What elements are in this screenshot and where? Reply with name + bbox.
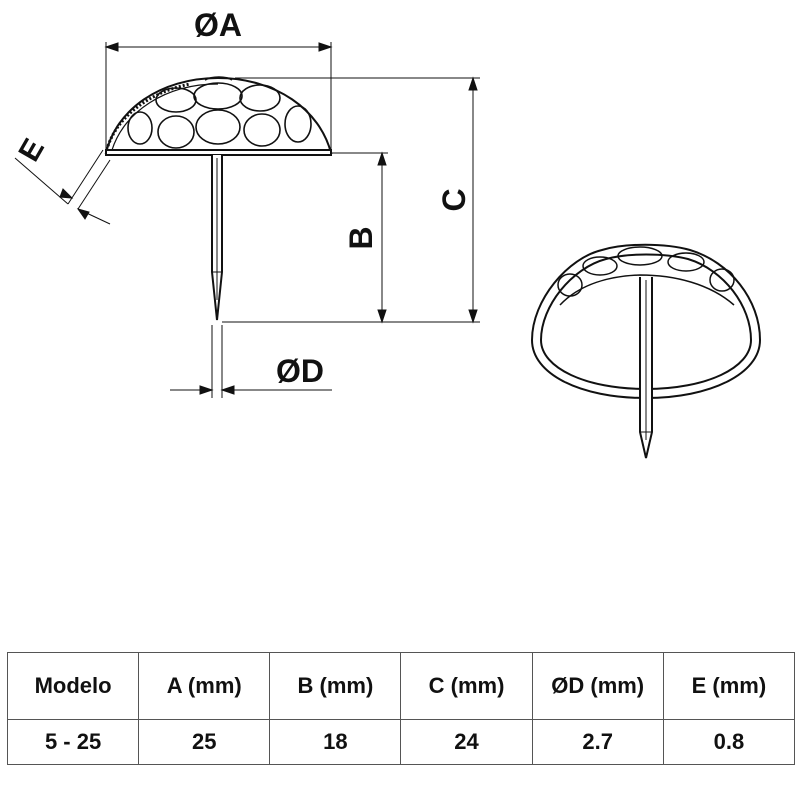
table-cell-b: 18 <box>269 719 402 765</box>
table-header-a: A (mm) <box>138 652 271 720</box>
table-header-b: B (mm) <box>269 652 402 720</box>
table-cell-a: 25 <box>138 719 271 765</box>
dimension-label-e: E <box>12 133 51 167</box>
table-header-modelo: Modelo <box>6 652 140 720</box>
table-header-e: E (mm) <box>662 652 796 720</box>
table-cell-d: 2.7 <box>531 719 664 765</box>
nail-head-dome <box>104 76 333 154</box>
table-header-row: Modelo A (mm) B (mm) C (mm) ØD (mm) E (m… <box>6 652 796 720</box>
table-cell-c: 24 <box>400 719 533 765</box>
dimension-label-d: ØD <box>276 353 324 389</box>
dimension-label-a: ØA <box>194 7 242 43</box>
nail-perspective-view <box>530 243 762 459</box>
hammered-facets <box>127 76 312 149</box>
specification-table: Modelo A (mm) B (mm) C (mm) ØD (mm) E (m… <box>6 652 796 765</box>
dimension-lines <box>14 42 480 398</box>
nail-head-base <box>105 149 332 156</box>
table-header-c: C (mm) <box>400 652 533 720</box>
table-cell-modelo: 5 - 25 <box>6 719 140 765</box>
dimension-label-b: B <box>343 226 379 249</box>
dimension-label-c: C <box>436 188 472 211</box>
perspective-facets <box>557 246 735 306</box>
nail-side-view <box>104 76 333 321</box>
table-row: 5 - 25 25 18 24 2.7 0.8 <box>6 719 796 765</box>
nail-technical-drawing: ØA B C ØD E <box>12 7 762 459</box>
table-header-d: ØD (mm) <box>531 652 664 720</box>
table-cell-e: 0.8 <box>662 719 796 765</box>
